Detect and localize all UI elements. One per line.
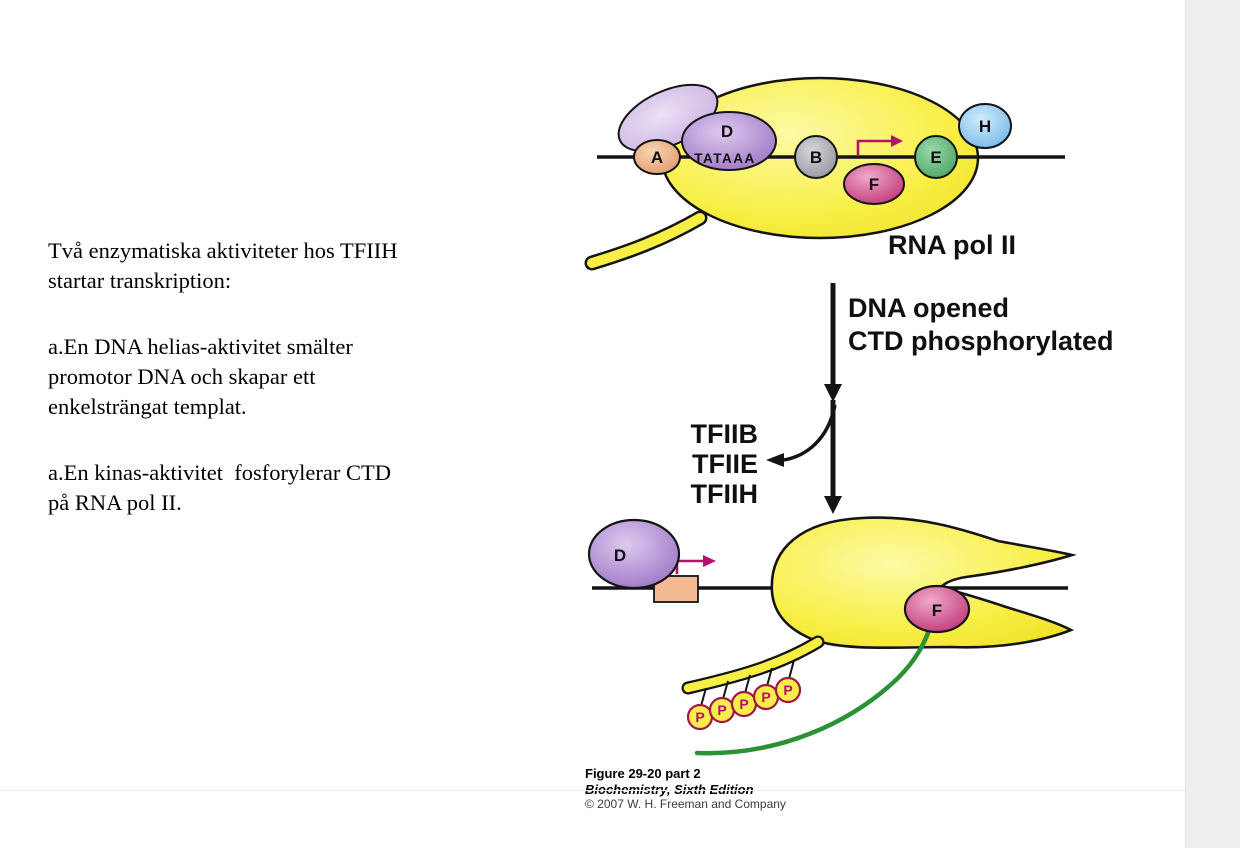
- phosphate-stick: [700, 687, 707, 707]
- phosphate-label: P: [783, 682, 792, 698]
- transcription-start-arrowhead: [891, 135, 903, 147]
- text-line: a.En kinas-aktivitet fosforylerar CTD: [48, 460, 392, 485]
- page-edge-line: [0, 790, 1186, 791]
- tfiih-label: H: [979, 117, 991, 136]
- tfiif-ellipse: [843, 163, 905, 205]
- released-factor-tfiib: TFIIB: [691, 419, 759, 449]
- release-branch-arrow: [783, 404, 837, 462]
- step-arrow-1-head: [824, 384, 842, 402]
- release-branch-arrowhead: [766, 453, 784, 467]
- phosphate-stick: [744, 674, 751, 694]
- tfiib-label: B: [810, 148, 822, 167]
- tfiie-label: E: [930, 148, 941, 167]
- tfiib-circle: [794, 135, 838, 179]
- tfiif-ellipse-bottom: [903, 584, 971, 634]
- tata-box-rect: [653, 575, 699, 603]
- tfiih-ellipse: [958, 103, 1012, 149]
- phosphate-label: P: [695, 709, 704, 725]
- figure-caption: Figure 29-20 part 2 Biochemistry, Sixth …: [585, 766, 786, 813]
- tfiid-label: D: [721, 122, 733, 141]
- ctd-tail-bottom: [683, 637, 823, 693]
- tfiif-label: F: [869, 175, 879, 194]
- released-factor-tfiih: TFIIH: [691, 479, 759, 509]
- tfiif-label-bottom: F: [932, 601, 942, 620]
- paragraph-kinase: a.En kinas-aktivitet fosforylerar CTD på…: [48, 458, 518, 518]
- tfiid-ellipse: [681, 111, 777, 171]
- tfiia-label: A: [651, 148, 663, 167]
- tfiid-ellipse-bottom: [587, 518, 681, 590]
- caption-figure-number: Figure 29-20 part 2: [585, 766, 701, 781]
- top-complex: A D TATAAA B F E H RNA pol II: [584, 76, 1065, 271]
- transition: DNA opened CTD phosphorylated TFIIB TFII…: [691, 283, 1114, 514]
- transcription-start-arrow: [856, 139, 892, 156]
- step-text-line2: CTD phosphorylated: [848, 326, 1114, 356]
- phosphate-circle: [774, 676, 802, 704]
- transcription-start-arrow-bottom: [675, 559, 704, 574]
- paragraph-helicase: a.En DNA helias-aktivitet smälter promot…: [48, 332, 518, 422]
- phosphate-stick: [788, 659, 795, 680]
- step-text-line1: DNA opened: [848, 293, 1009, 323]
- caption-copyright: © 2007 W. H. Freeman and Company: [585, 797, 786, 811]
- left-text-block: Två enzymatiska aktiviteter hos TFIIH st…: [48, 236, 518, 554]
- step-arrow-2-head: [824, 496, 842, 514]
- text-line: på RNA pol II.: [48, 490, 182, 515]
- released-factor-tfiie: TFIIE: [692, 449, 758, 479]
- text-line: a.En DNA helias-aktivitet smälter: [48, 334, 353, 359]
- text-line: enkelsträngat templat.: [48, 394, 247, 419]
- phosphate-stick: [722, 680, 729, 700]
- text-line: Två enzymatiska aktiviteter hos TFIIH: [48, 238, 398, 263]
- rna-pol-ii-label: RNA pol II: [888, 230, 1016, 260]
- text-line: promotor DNA och skapar ett: [48, 364, 316, 389]
- tfiie-circle: [914, 135, 958, 179]
- caption-book-title: Biochemistry, Sixth Edition: [585, 781, 754, 797]
- phosphate-stick: [766, 667, 773, 687]
- bottom-complex: D P P P P P F: [587, 516, 1077, 756]
- tfiia-ellipse: [633, 139, 681, 175]
- transcription-start-arrowhead-bottom: [703, 555, 716, 567]
- tata-box-label: TATAAA: [694, 151, 755, 166]
- ctd-tail: [587, 213, 705, 268]
- right-margin-strip: [1185, 0, 1240, 848]
- paragraph-intro: Två enzymatiska aktiviteter hos TFIIH st…: [48, 236, 518, 296]
- text-line: startar transkription:: [48, 268, 232, 293]
- phosphate-label: P: [717, 702, 726, 718]
- phosphate-label: P: [739, 696, 748, 712]
- tfiid-label-bottom: D: [614, 546, 626, 565]
- phosphate-label: P: [761, 689, 770, 705]
- nascent-rna-strand: [694, 621, 934, 756]
